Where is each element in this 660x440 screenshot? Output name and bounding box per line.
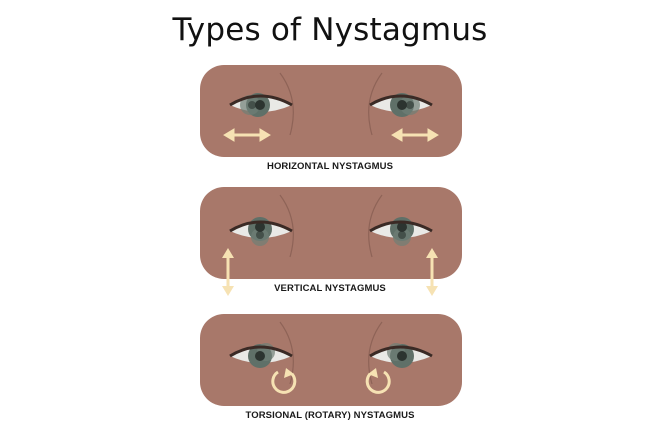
left-eye-icon	[229, 343, 293, 368]
right-eye-icon	[369, 93, 433, 117]
page-title: Types of Nystagmus	[172, 12, 488, 48]
rotary-arrow-head	[368, 368, 378, 378]
rotary-arrow-head	[284, 368, 294, 378]
torsional-nystagmus-illustration	[200, 314, 462, 406]
left-eye-icon	[229, 93, 293, 117]
right-eye-icon	[369, 343, 433, 368]
horizontal-nystagmus-illustration	[200, 65, 462, 157]
horizontal-arrow-icon	[391, 128, 439, 142]
right-eye-icon	[369, 217, 433, 246]
vertical-arrow-icon	[222, 248, 234, 296]
vertical-arrow-icon	[426, 248, 438, 296]
rotary-arrow-icon	[271, 370, 297, 394]
horizontal-arrow-icon	[223, 128, 271, 142]
vertical-nystagmus-illustration	[200, 187, 462, 279]
torsional-caption: TORSIONAL (ROTARY) NYSTAGMUS	[245, 410, 415, 421]
vertical-caption: VERTICAL NYSTAGMUS	[274, 283, 386, 294]
left-eye-icon	[229, 217, 293, 246]
rotary-arrow-icon	[365, 370, 391, 394]
horizontal-caption: HORIZONTAL NYSTAGMUS	[266, 161, 394, 172]
